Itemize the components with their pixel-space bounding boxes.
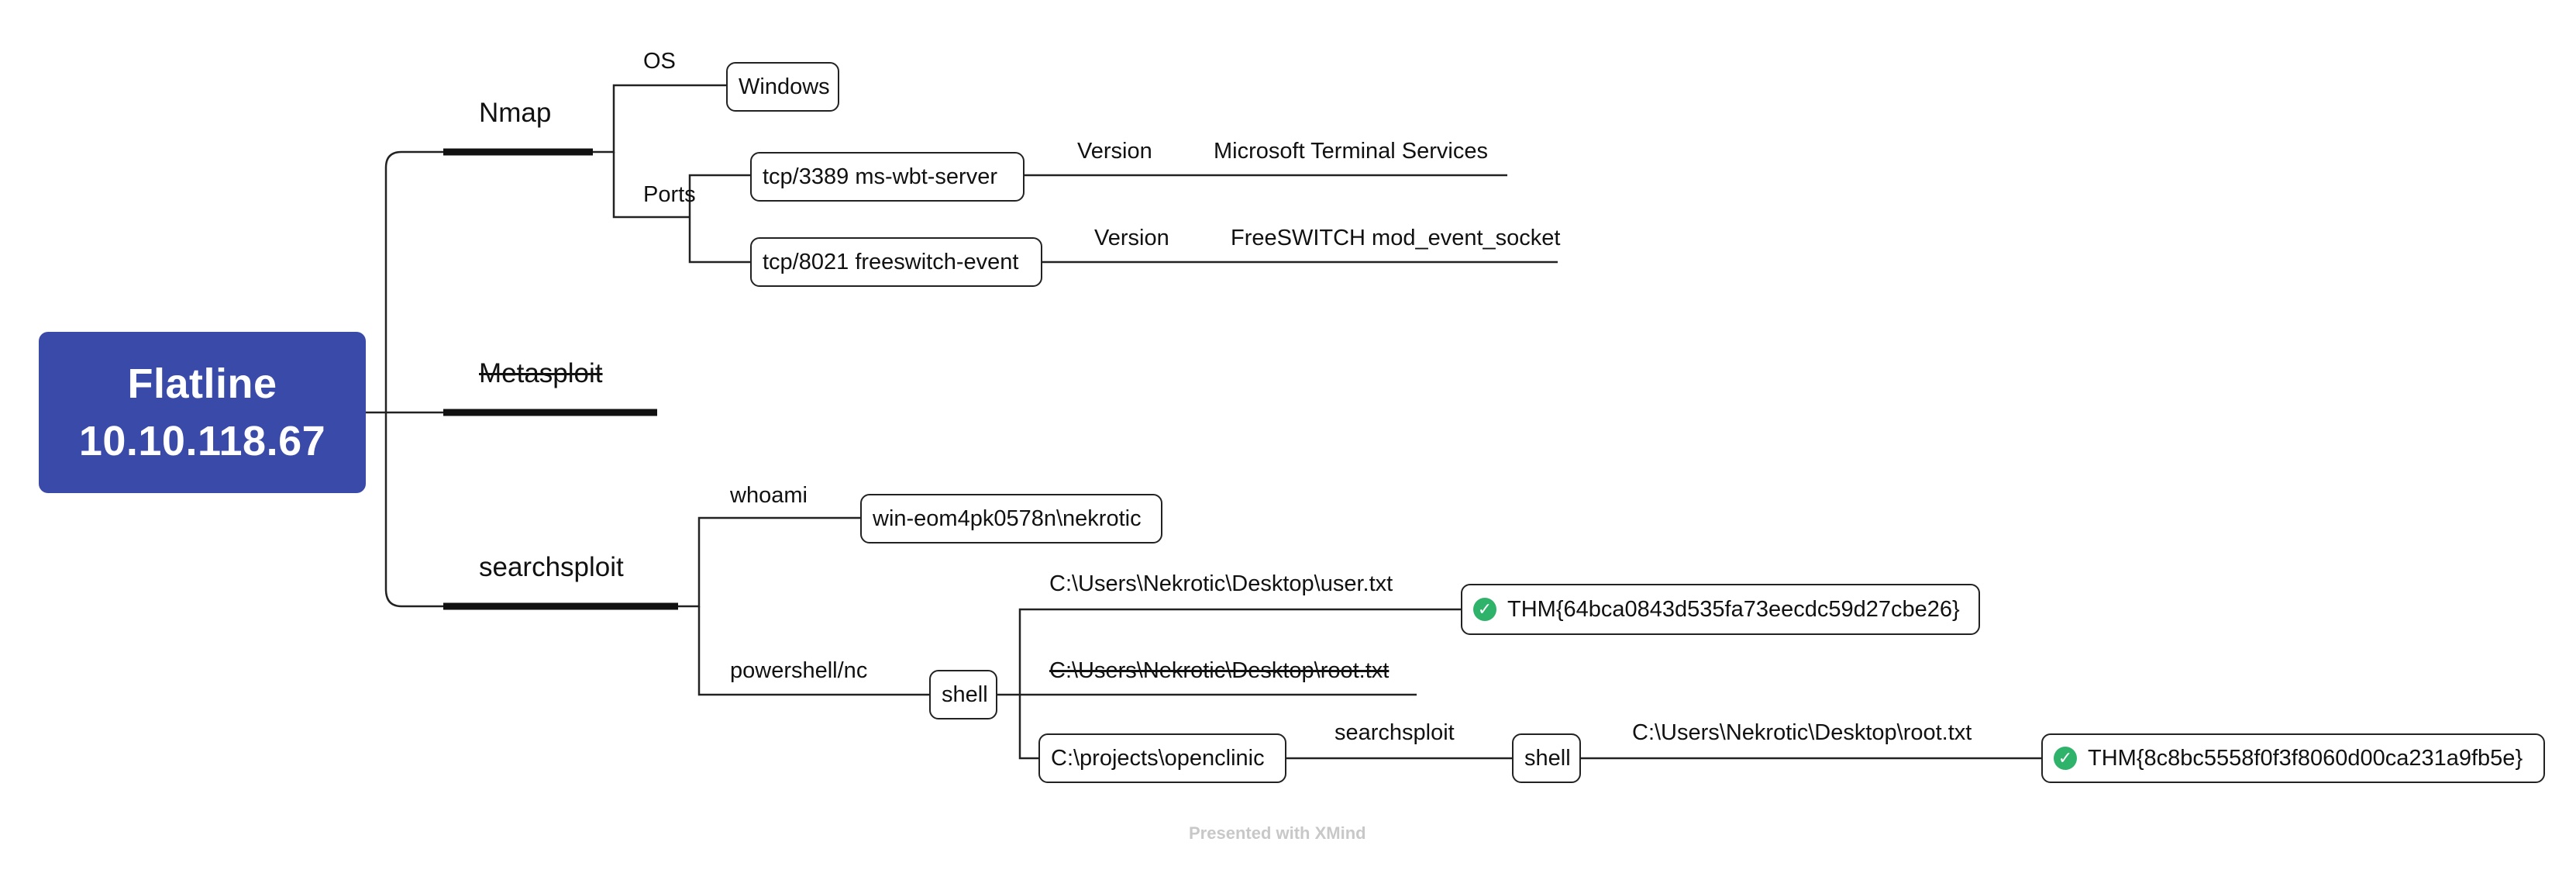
os-label: OS [643, 49, 676, 74]
footer-credit: Presented with XMind [1189, 823, 1366, 843]
shell-label: shell [942, 681, 988, 707]
shell2-label: shell [1524, 745, 1571, 771]
powershell-nc-label: powershell/nc [730, 658, 868, 683]
whoami-label: whoami [730, 483, 808, 508]
central-topic-ip: 10.10.118.67 [78, 418, 326, 464]
shell2-node[interactable]: shell [1512, 733, 1581, 783]
port-3389-version-label: Version [1077, 139, 1152, 164]
os-value-node[interactable]: Windows [726, 62, 839, 112]
port-3389-node[interactable]: tcp/3389 ms-wbt-server [750, 152, 1025, 202]
branch-searchsploit[interactable]: searchsploit [479, 552, 624, 582]
searchsploit-sub-label: searchsploit [1334, 720, 1455, 745]
user-flag-value: THM{64bca0843d535fa73eecdc59d27cbe26} [1507, 596, 1960, 622]
port-8021-node[interactable]: tcp/8021 freeswitch-event [750, 237, 1042, 287]
port-8021-version-value: FreeSWITCH mod_event_socket [1231, 226, 1561, 250]
root-flag-value: THM{8c8bc5558f0f3f8060d00ca231a9fb5e} [2088, 745, 2523, 771]
central-topic-title: Flatline [127, 361, 277, 407]
openclinic-node[interactable]: C:\projects\openclinic [1038, 733, 1286, 783]
branch-nmap[interactable]: Nmap [479, 98, 552, 128]
check-circle-icon: ✓ [1473, 598, 1496, 621]
whoami-value: win-eom4pk0578n\nekrotic [873, 506, 1142, 531]
root-txt-path-struck: C:\Users\Nekrotic\Desktop\root.txt [1049, 658, 1390, 683]
root-txt-path: C:\Users\Nekrotic\Desktop\root.txt [1632, 720, 1972, 745]
os-value: Windows [739, 74, 830, 99]
root-flag-node[interactable]: ✓ THM{8c8bc5558f0f3f8060d00ca231a9fb5e} [2041, 733, 2545, 783]
openclinic-label: C:\projects\openclinic [1051, 745, 1265, 771]
port-3389-name: tcp/3389 ms-wbt-server [763, 164, 997, 189]
ports-label: Ports [643, 182, 696, 207]
user-flag-node[interactable]: ✓ THM{64bca0843d535fa73eecdc59d27cbe26} [1461, 584, 1980, 635]
shell-node[interactable]: shell [929, 670, 997, 719]
port-3389-version-value: Microsoft Terminal Services [1214, 139, 1489, 164]
branch-metasploit[interactable]: Metasploit [479, 358, 603, 388]
port-8021-version-label: Version [1094, 226, 1169, 250]
user-txt-path: C:\Users\Nekrotic\Desktop\user.txt [1049, 571, 1393, 596]
central-topic[interactable]: Flatline 10.10.118.67 [39, 332, 366, 493]
port-8021-name: tcp/8021 freeswitch-event [763, 249, 1019, 274]
whoami-value-node[interactable]: win-eom4pk0578n\nekrotic [860, 494, 1162, 543]
check-circle-icon: ✓ [2054, 747, 2077, 770]
